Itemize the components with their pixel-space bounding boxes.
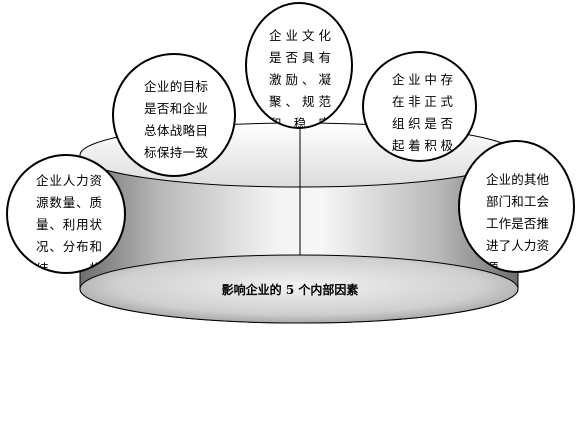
cylinder-base <box>79 254 519 324</box>
factor-bubble-union: 企业的其他部门和工会工作是否推进了人力资源 <box>458 140 575 273</box>
base-label: 影响企业的 5 个内部因素 <box>221 283 359 297</box>
factor-text-hr: 企业人力资源数量、质量、利用状况、分布和结构 <box>36 173 102 274</box>
factor-bubble-hr: 企业人力资源数量、质量、利用状况、分布和结构 <box>6 154 126 274</box>
factor-bubble-goal: 企业的目标是否和企业总体战略目标保持一致 <box>112 53 236 177</box>
factor-text-union: 企业的其他部门和工会工作是否推进了人力资源 <box>486 172 549 273</box>
factor-text-culture: 企业文化是否具有激励、凝聚、规范和稳定 <box>269 28 331 129</box>
factor-text-informal: 企业中存在非正式组织是否起着积极的作用 <box>392 72 453 153</box>
factor-bubble-informal: 企业中存在非正式组织是否起着积极的作用 <box>362 51 477 162</box>
factor-bubble-culture: 企业文化是否具有激励、凝聚、规范和稳定 <box>245 2 353 129</box>
factor-text-goal: 企业的目标是否和企业总体战略目标保持一致 <box>144 79 208 160</box>
